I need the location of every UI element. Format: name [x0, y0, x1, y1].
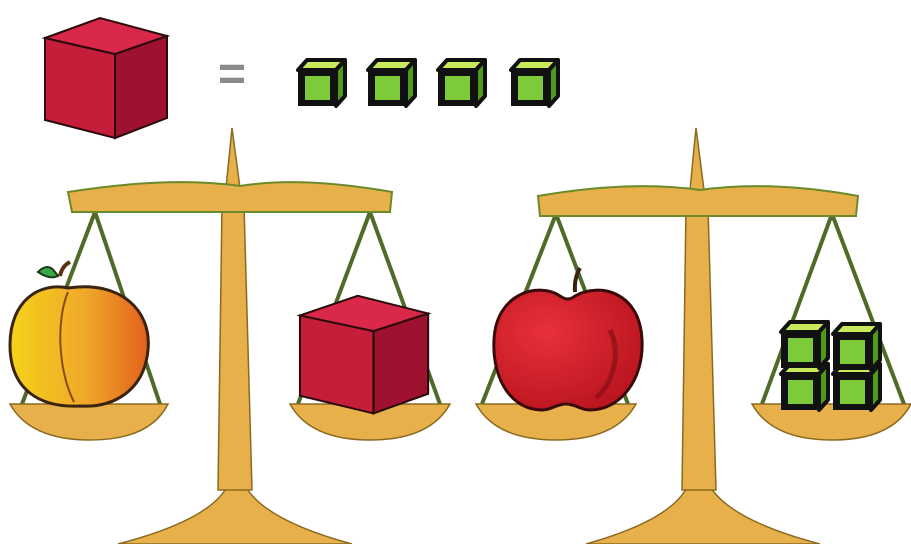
left-scale	[10, 128, 450, 544]
small-green-cube-icon	[833, 364, 880, 410]
small-green-cube-icon	[781, 322, 828, 368]
right-pan	[752, 404, 911, 440]
scale-finial	[226, 128, 240, 188]
peach-icon	[10, 262, 148, 406]
small-green-cube-icon	[833, 324, 880, 370]
red-apple-icon	[494, 268, 642, 410]
small-green-cube-icon	[781, 364, 828, 410]
scale-finial	[690, 128, 704, 190]
right-scale	[476, 128, 911, 544]
scale-beam	[538, 186, 858, 216]
equals-sign: =	[218, 48, 246, 101]
scale-post	[682, 207, 716, 490]
big-red-cube-icon	[45, 18, 167, 138]
scale-beam	[68, 182, 392, 212]
small-green-cube-icon	[511, 60, 558, 106]
small-green-cube-icon	[368, 60, 415, 106]
left-pan	[476, 404, 636, 440]
equation-row: =	[45, 18, 558, 138]
small-green-cube-icon	[438, 60, 485, 106]
scale-post	[218, 205, 252, 490]
big-red-cube-icon	[300, 296, 428, 414]
left-pan	[10, 404, 168, 440]
small-green-cube-icon	[298, 60, 345, 106]
